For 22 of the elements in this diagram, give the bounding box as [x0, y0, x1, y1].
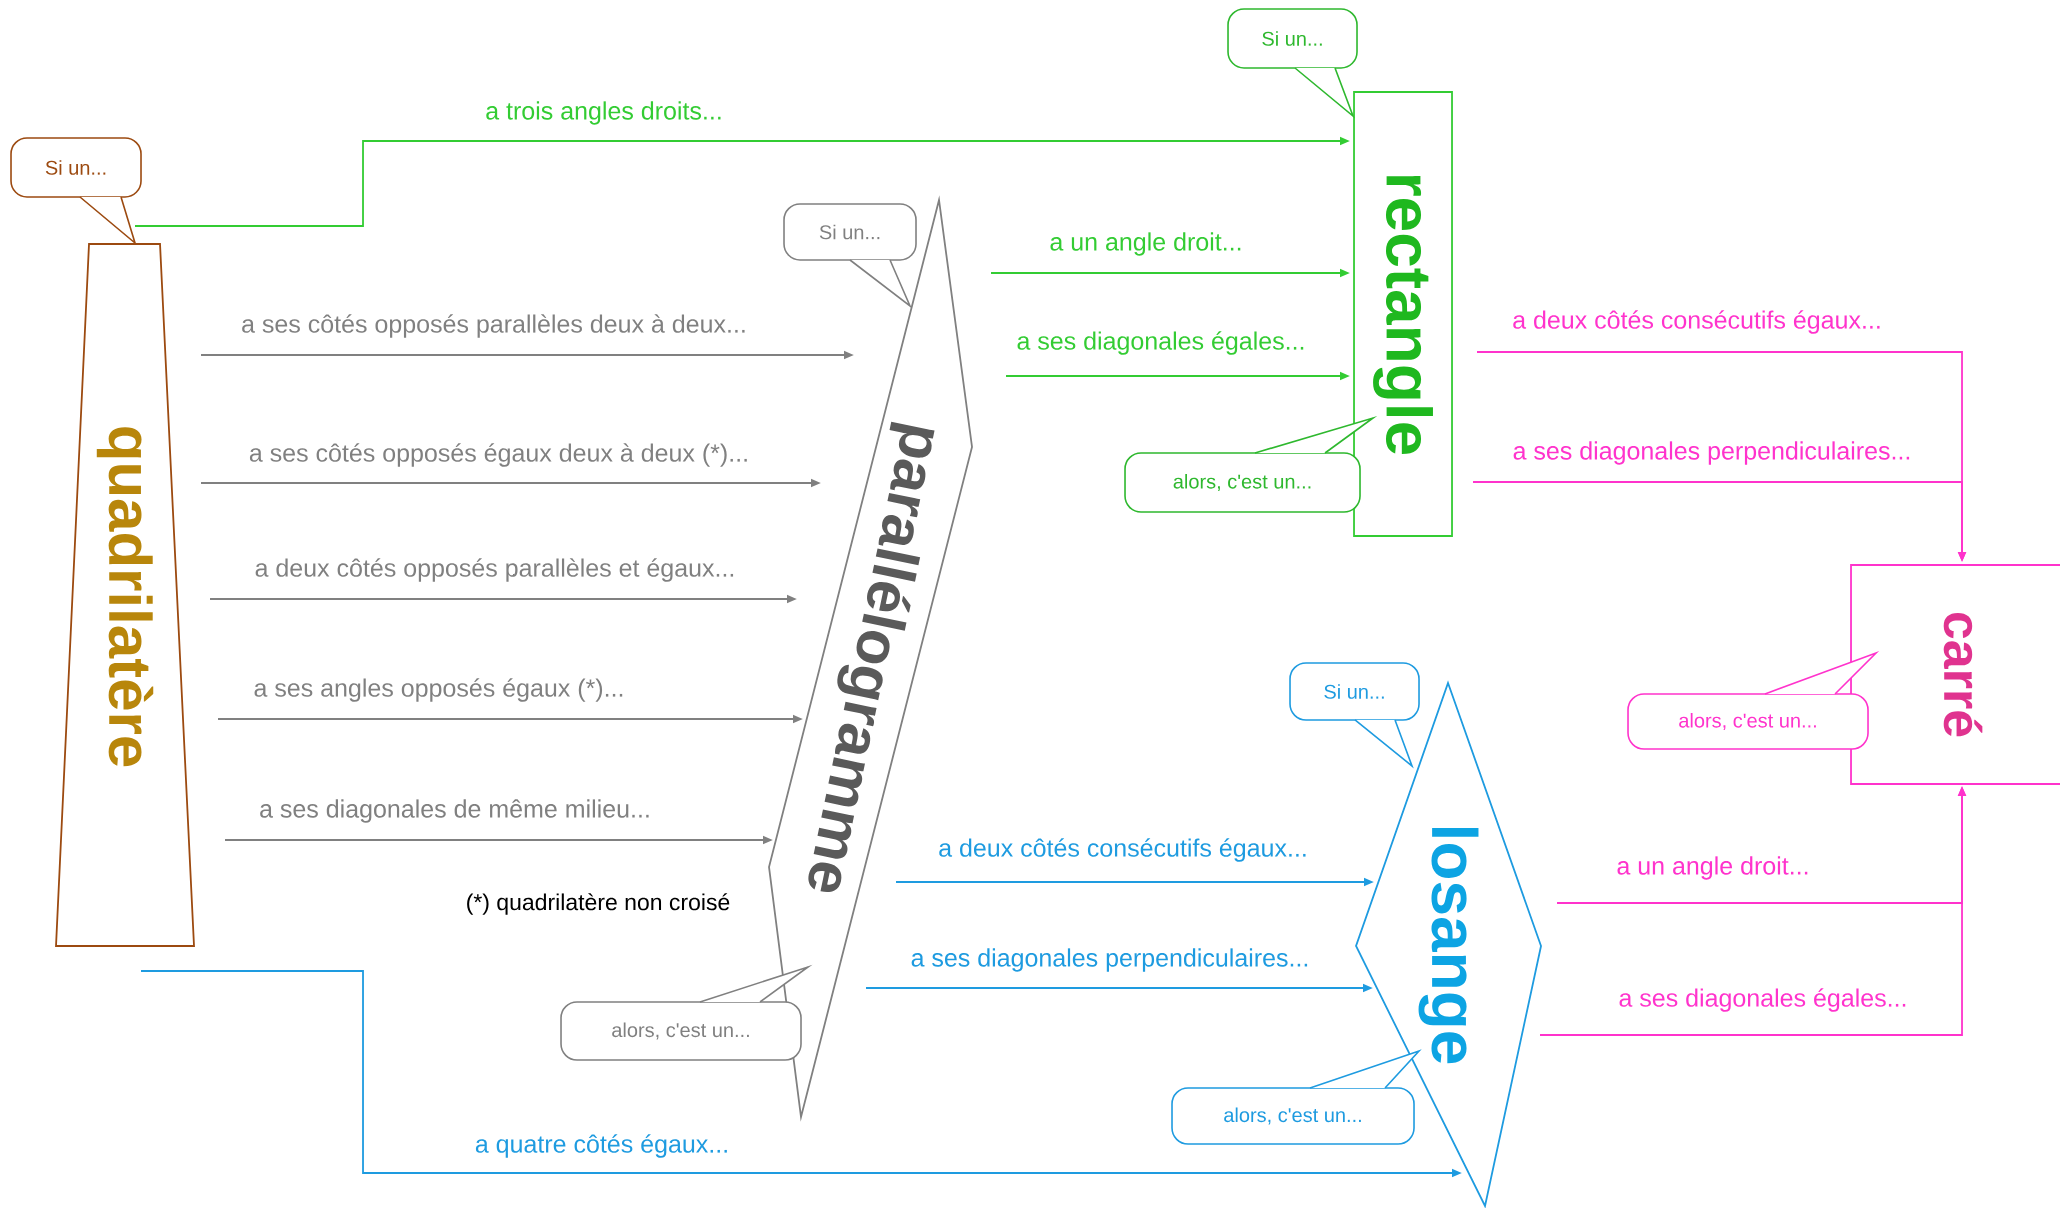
speech-bubble: alors, c'est un...	[1627, 651, 1880, 750]
edge-label: a ses côtés opposés égaux deux à deux (*)...	[249, 443, 747, 467]
edge-label: a ses côtés opposés parallèles deux à deux...	[242, 314, 745, 338]
speech-bubble: alors, c'est un...	[1171, 1049, 1422, 1145]
edge-label: a ses diagonales perpendiculaires...	[1513, 441, 1910, 465]
edge-label: a ses diagonales égales...	[1619, 988, 1906, 1012]
edge-label: a deux côtés consécutifs égaux...	[1513, 310, 1880, 334]
edge-label: a ses diagonales de même milieu...	[260, 799, 649, 823]
speech-bubble: Si un...	[1289, 662, 1420, 769]
edge-label: a un angle droit...	[1050, 232, 1241, 256]
speech-bubble: Si un...	[783, 203, 917, 309]
note: (*) quadrilatère non croisé	[467, 893, 730, 915]
edge-label: a deux côtés opposés parallèles et égaux...	[255, 558, 734, 582]
edge-label: a un angle droit...	[1617, 856, 1808, 880]
edge-label: a ses diagonales égales...	[1017, 331, 1304, 355]
edge-label: a quatre côtés égaux...	[475, 1134, 727, 1158]
edge-label: a ses angles opposés égaux (*)...	[254, 678, 623, 702]
speech-bubble: alors, c'est un...	[1124, 415, 1378, 513]
speech-bubble: alors, c'est un...	[560, 964, 813, 1061]
speech-bubble: Si un...	[1227, 8, 1358, 119]
edge-label: a trois angles droits...	[486, 101, 721, 125]
speech-bubble: Si un...	[10, 137, 142, 246]
